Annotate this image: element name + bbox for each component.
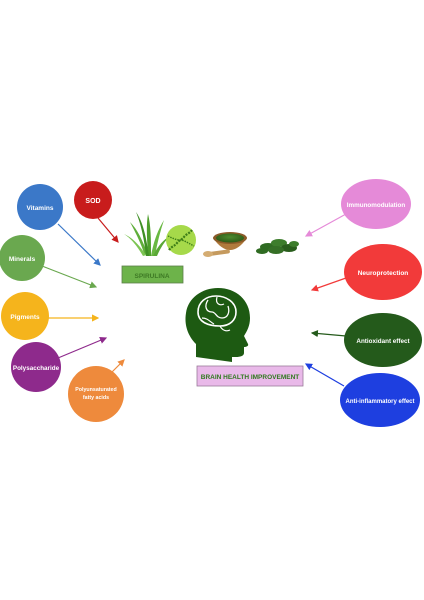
arrow-neuroprotection xyxy=(310,277,347,292)
immunomodulation-label: Immunomodulation xyxy=(347,202,406,209)
pufa-circle xyxy=(68,366,124,422)
effect-immunomodulation: Immunomodulation xyxy=(341,179,411,229)
arrow-polysaccharide xyxy=(57,336,108,359)
brain-head-icon xyxy=(185,288,250,362)
vitamins-circle xyxy=(17,184,63,230)
spirulina-grass-icon xyxy=(124,212,170,256)
brain-health-box: BRAIN HEALTH IMPROVEMENT xyxy=(196,365,304,387)
minerals-circle xyxy=(0,235,45,281)
spirulina-tablets-icon xyxy=(256,239,299,254)
nutrient-pigments: Pigments xyxy=(1,292,49,340)
neuroprotection-label: Neuroprotection xyxy=(358,270,409,277)
vitamins-label: Vitamins xyxy=(27,205,54,212)
nutrient-polysaccharide: Polysaccharide xyxy=(11,342,61,392)
brain-health-box-bg xyxy=(196,365,304,387)
immunomodulation-circle xyxy=(341,179,411,229)
spirulina-filament-icon xyxy=(166,225,196,255)
pigments-label: Pigments xyxy=(10,314,40,321)
brain-health-label: BRAIN HEALTH IMPROVEMENT xyxy=(201,374,299,381)
effect-arrows xyxy=(304,213,347,387)
spirulina-box: SPIRULINA xyxy=(121,265,184,284)
spirulina-powder-bowl-icon xyxy=(203,232,247,257)
polysaccharide-circle xyxy=(11,342,61,392)
arrow-vitamins xyxy=(57,223,101,266)
pufa-label-line2: fatty acids xyxy=(83,395,109,401)
sod-circle xyxy=(74,181,112,219)
pigments-circle xyxy=(1,292,49,340)
effect-anti-inflammatory: Anti-inflammatory effect xyxy=(340,373,420,427)
nutrient-minerals: Minerals xyxy=(0,235,45,281)
nutrient-pufa: Polyunsaturated fatty acids xyxy=(68,366,124,422)
anti-inflammatory-circle xyxy=(340,373,420,427)
sod-label: SOD xyxy=(85,198,100,205)
arrow-antioxidant xyxy=(310,329,347,338)
anti-inflammatory-label: Anti-inflammatory effect xyxy=(345,399,414,405)
antioxidant-label: Antioxidant effect xyxy=(356,338,410,345)
arrow-immunomodulation xyxy=(304,213,347,237)
effect-antioxidant: Antioxidant effect xyxy=(344,313,422,367)
pufa-label-line1: Polyunsaturated xyxy=(75,387,117,393)
neuroprotection-circle xyxy=(344,244,422,300)
arrow-sod xyxy=(97,217,119,243)
polysaccharide-label: Polysaccharide xyxy=(13,365,60,372)
arrow-minerals xyxy=(41,265,98,289)
arrow-anti-inflammatory xyxy=(304,363,345,387)
spirulina-box-bg xyxy=(121,265,184,284)
nutrient-sod: SOD xyxy=(74,181,112,219)
antioxidant-circle xyxy=(344,313,422,367)
effect-neuroprotection: Neuroprotection xyxy=(344,244,422,300)
spirulina-label: SPIRULINA xyxy=(134,273,169,280)
nutrient-vitamins: Vitamins xyxy=(17,184,63,230)
minerals-label: Minerals xyxy=(9,256,36,263)
